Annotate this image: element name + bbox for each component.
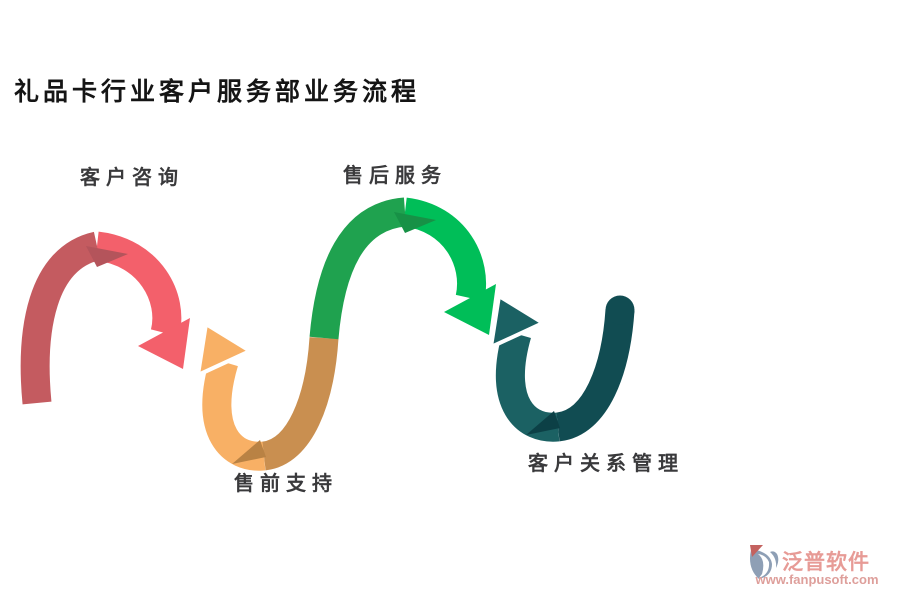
arc-aftersale-service-fold bbox=[394, 212, 436, 233]
arc-presale-support-fold bbox=[232, 440, 266, 464]
step-label-aftersale-service: 售后服务 bbox=[343, 165, 447, 187]
fanpu-swirl-icon bbox=[750, 545, 779, 579]
arc-customer-inquiry-front bbox=[94, 231, 182, 337]
arc-crm-front bbox=[495, 330, 560, 442]
brand-row: 泛普软件 bbox=[742, 544, 892, 579]
down-arrow-icon bbox=[138, 318, 190, 369]
down-arrow-icon bbox=[444, 284, 496, 335]
arc-crm-back bbox=[555, 308, 635, 442]
step-label-crm: 客户关系管理 bbox=[528, 453, 684, 475]
brand-watermark: 泛普软件 www.fanpusoft.com bbox=[742, 544, 892, 592]
brand-name: 泛普软件 bbox=[782, 551, 870, 574]
arc-crm bbox=[489, 294, 635, 442]
arc-crm-tip bbox=[605, 295, 635, 325]
arc-presale-support-front bbox=[202, 357, 266, 471]
brand-url: www.fanpusoft.com bbox=[755, 572, 879, 587]
page-title: 礼品卡行业客户服务部业务流程 bbox=[14, 78, 421, 106]
arc-customer-inquiry-back bbox=[20, 231, 102, 405]
arc-customer-inquiry-fold bbox=[86, 246, 128, 267]
up-arrow-icon bbox=[489, 294, 545, 349]
arc-customer-inquiry bbox=[20, 231, 190, 405]
arc-presale-support-back bbox=[260, 336, 339, 471]
arc-crm-fold bbox=[526, 411, 560, 435]
step-label-customer-inquiry: 客户咨询 bbox=[80, 167, 184, 189]
arc-aftersale-service bbox=[309, 197, 496, 340]
arc-aftersale-service-front bbox=[402, 197, 486, 302]
arc-presale-support bbox=[196, 322, 339, 471]
step-label-presale-support: 售前支持 bbox=[234, 473, 338, 495]
up-arrow-icon bbox=[196, 322, 252, 377]
arc-aftersale-service-back bbox=[309, 197, 407, 340]
